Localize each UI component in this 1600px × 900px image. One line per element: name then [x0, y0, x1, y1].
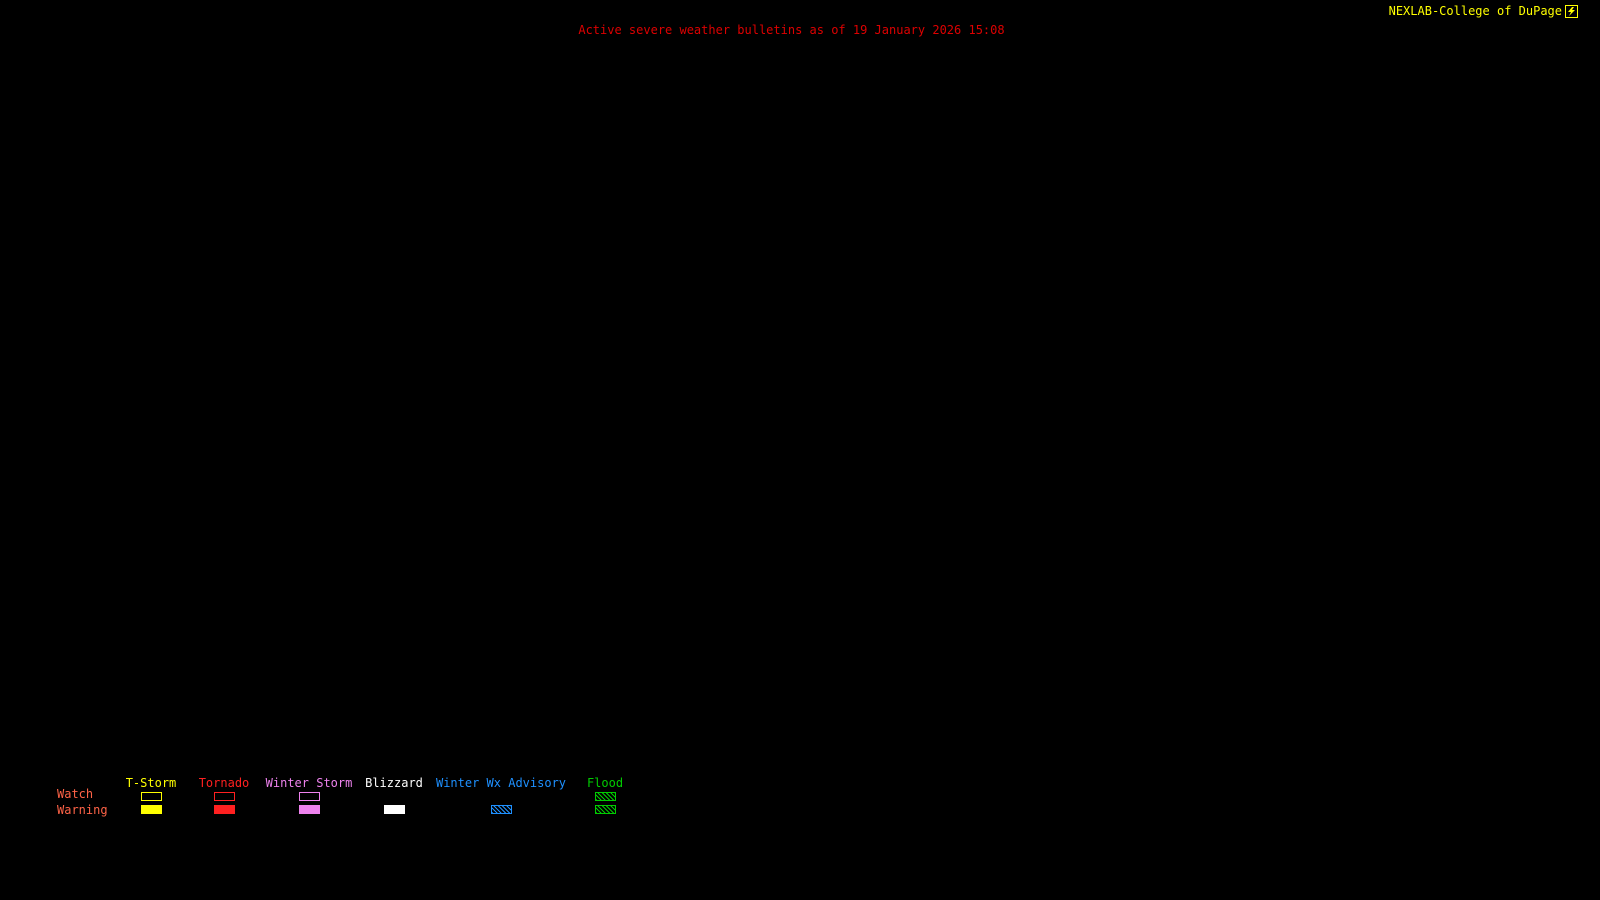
legend-col-winter-wx-advisory: Winter Wx Advisory: [426, 777, 576, 816]
legend-col-blizzard: Blizzard: [319, 777, 469, 816]
legend-box-warning: [594, 805, 616, 814]
legend-box-warning: [213, 805, 235, 814]
legend-col-header: T-Storm: [125, 776, 177, 790]
legend-box-watch: [213, 792, 235, 801]
legend-box-watch: [140, 792, 162, 801]
brand-label: NEXLAB-College of DuPage: [1388, 4, 1562, 18]
legend: Watch Warning T-Storm Tornado Winter Sto…: [0, 775, 700, 825]
legend-box-watch: [594, 792, 616, 801]
legend-row-label-warning: Warning: [57, 803, 108, 817]
legend-box-warning: [140, 805, 162, 814]
lightning-icon: [1565, 4, 1578, 18]
legend-col-header: Flood: [586, 776, 624, 790]
legend-col-header: Blizzard: [365, 776, 423, 790]
legend-box-warning: [490, 805, 512, 814]
legend-box-watch: [298, 792, 320, 801]
legend-col-header: Winter Wx Advisory: [435, 776, 567, 790]
page-title: Active severe weather bulletins as of 19…: [578, 23, 1005, 37]
legend-col-tstorm: T-Storm: [76, 777, 226, 816]
legend-box-warning: [383, 805, 405, 814]
legend-col-winter-storm: Winter Storm: [234, 777, 384, 816]
brand: NEXLAB-College of DuPage: [1389, 4, 1578, 18]
legend-box-warning: [298, 805, 320, 814]
legend-col-header: Winter Storm: [265, 776, 353, 790]
legend-col-tornado: Tornado: [149, 777, 299, 816]
legend-row-label-watch: Watch: [57, 787, 94, 801]
legend-col-flood: Flood: [530, 777, 680, 816]
legend-col-header: Tornado: [198, 776, 250, 790]
